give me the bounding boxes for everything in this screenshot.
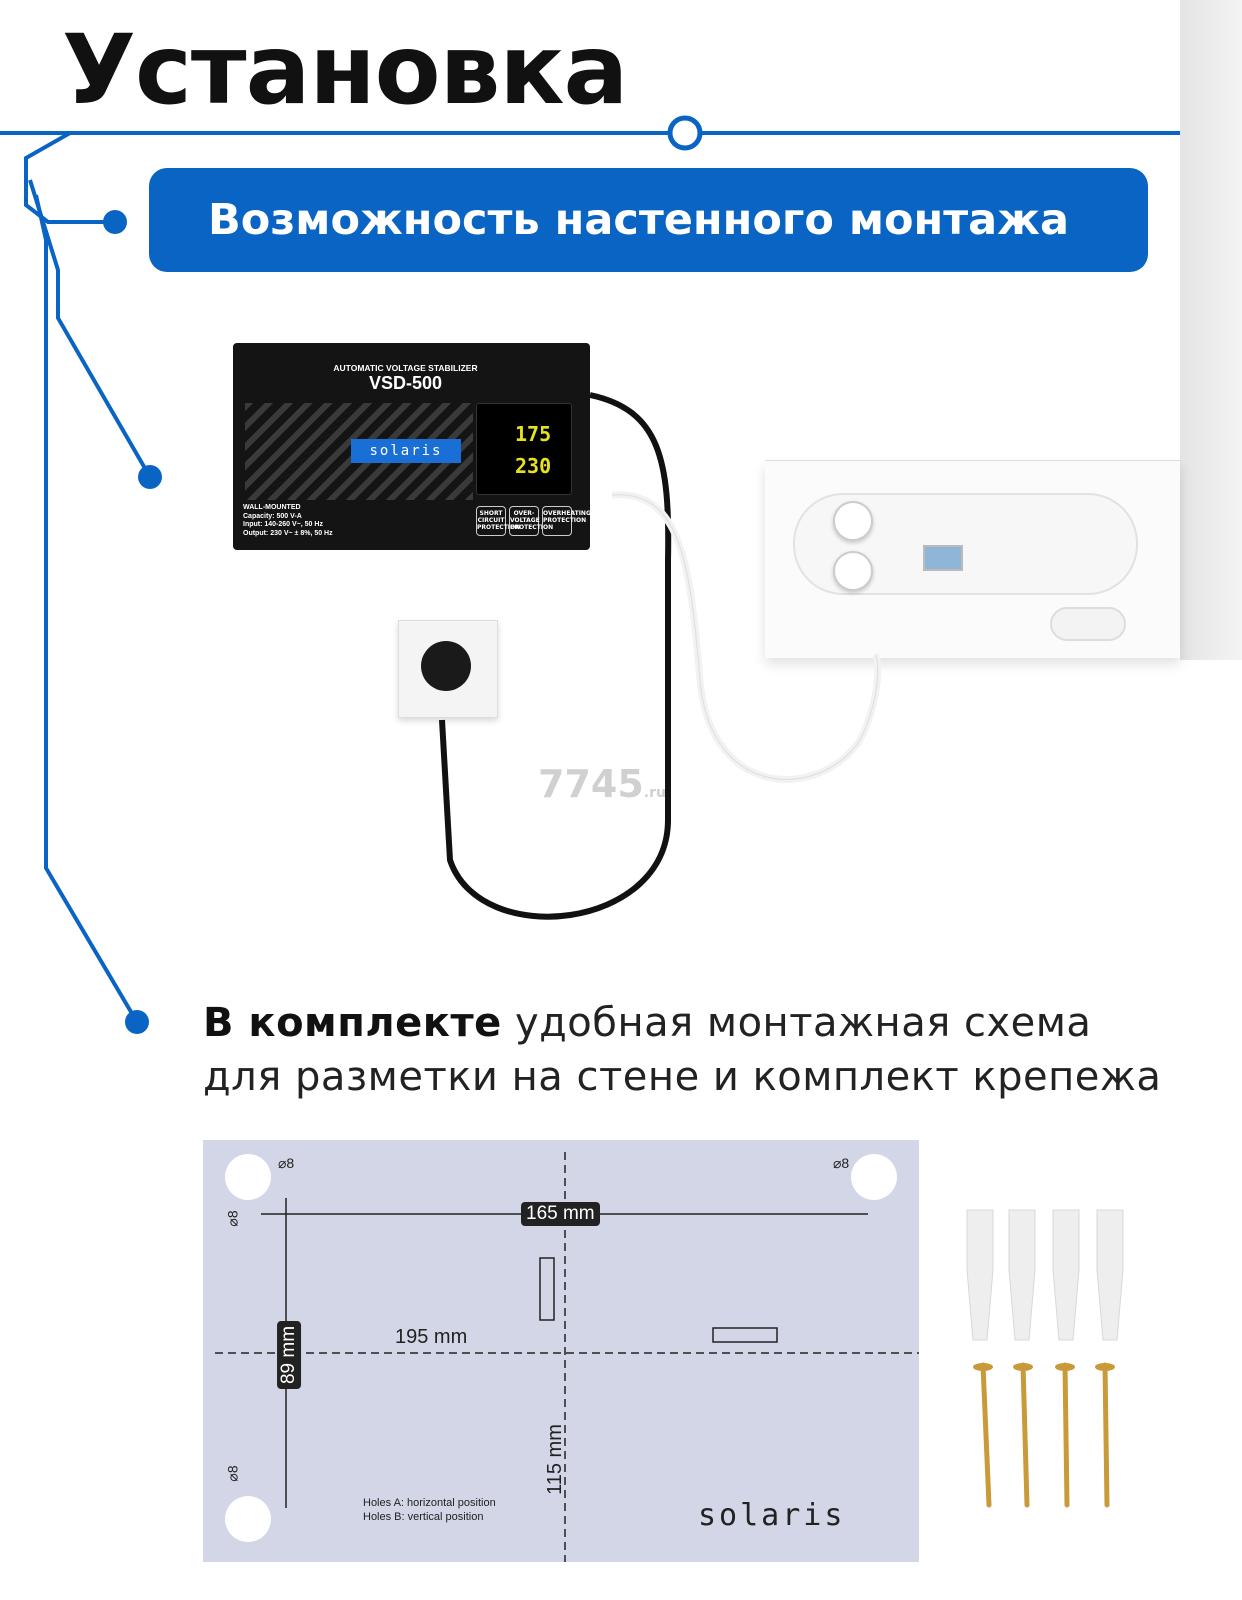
- fasteners: [966, 1209, 1124, 1508]
- voltage-stabilizer: AUTOMATIC VOLTAGE STABILIZER VSD-500 sol…: [233, 343, 591, 550]
- screw-3: [1062, 1362, 1070, 1508]
- gas-boiler: [765, 460, 1180, 658]
- dim-115: 115 mm: [543, 1424, 566, 1495]
- hole-b-label: ⌀8: [224, 1465, 241, 1482]
- feature-banner: Возможность настенного монтажа: [149, 168, 1148, 272]
- page-title: Установка: [62, 14, 628, 126]
- boiler-switch: [1050, 607, 1126, 641]
- timeline-node: [667, 115, 703, 151]
- hole-a-label: ⌀8: [833, 1155, 850, 1171]
- dowel-3: [1052, 1209, 1080, 1341]
- keyhole: [225, 1496, 271, 1542]
- hole-b-label: ⌀8: [224, 1210, 241, 1227]
- input-voltage: 175: [515, 422, 552, 446]
- spec-line: Capacity: 500 V-A: [243, 512, 302, 520]
- plug: [421, 641, 471, 691]
- overvoltage-badge: OVER-VOLTAGE PROTECTION: [509, 506, 553, 536]
- watermark: 7745.ru: [538, 762, 666, 806]
- device-specs: WALL-MOUNTED Capacity: 500 V-A Input: 14…: [243, 504, 333, 538]
- wall-edge: [1180, 0, 1242, 660]
- dowel-1: [966, 1209, 994, 1341]
- knob: [833, 551, 873, 591]
- screw-4: [1102, 1362, 1110, 1508]
- brand-logo: solaris: [351, 439, 461, 463]
- device-model: VSD-500: [368, 373, 443, 393]
- spec-line: Output: 230 V~ ± 8%, 50 Hz: [243, 529, 333, 537]
- mounting-template: ⌀8 ⌀8 ⌀8 ⌀8 165 mm 195 mm 89 mm 115 mm H…: [203, 1140, 919, 1562]
- boiler-control-panel: [793, 493, 1138, 595]
- screw-2: [1020, 1362, 1030, 1508]
- output-voltage: 230: [515, 454, 552, 478]
- dim-89: 89 mm: [277, 1320, 302, 1390]
- bullet-dot: [125, 1010, 149, 1034]
- spec-line: Input: 140-260 V~, 50 Hz: [243, 521, 323, 528]
- knob: [833, 501, 873, 541]
- template-logo: solaris: [698, 1498, 846, 1533]
- circuit-lines: [0, 115, 1242, 1034]
- dowel-4: [1096, 1209, 1124, 1341]
- dim-165: 165 mm: [521, 1202, 600, 1226]
- short-circuit-badge: SHORT CIRCUIT PROTECTION: [476, 506, 520, 536]
- spec-line: WALL-MOUNTED: [243, 504, 301, 511]
- hole-a-label: ⌀8: [278, 1155, 295, 1171]
- device-subtitle: AUTOMATIC VOLTAGE STABILIZER: [333, 363, 478, 373]
- bullet-dot: [138, 465, 162, 489]
- bullet-dot: [103, 210, 127, 234]
- wall-socket: [398, 620, 498, 718]
- overheating-badge: OVERHEATING PROTECTION: [542, 506, 591, 536]
- boiler-lcd: [923, 545, 963, 571]
- dim-195: 195 mm: [395, 1326, 468, 1348]
- keyhole: [225, 1154, 271, 1200]
- dowel-2: [1008, 1209, 1036, 1341]
- kit-description: В комплекте удобная монтажная схема для …: [203, 1000, 1162, 1100]
- cables: [439, 392, 882, 920]
- keyhole: [851, 1154, 897, 1200]
- screw-1: [980, 1362, 992, 1508]
- voltage-display: 175 230: [476, 403, 572, 495]
